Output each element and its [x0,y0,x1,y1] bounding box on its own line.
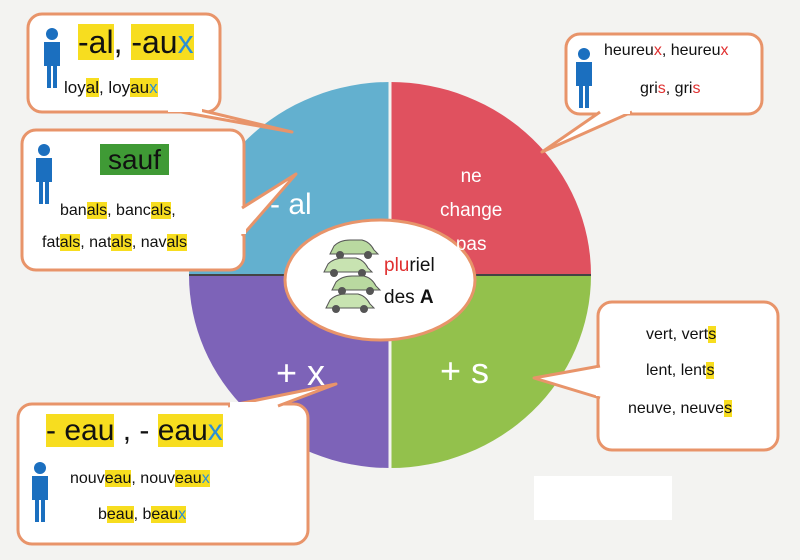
eau-heading-singular: - eau [46,414,115,447]
sauf-heading: sauf [100,144,169,176]
sauf-word-ending: als [166,234,187,251]
sauf-word-ending: als [59,234,81,251]
eau-heading-plural: eaux [157,414,223,447]
s-row-base: lent, lent [646,362,707,379]
loyaux-stem: , loy [98,78,131,97]
eau-heading-plural-stem: eau [157,414,208,447]
no-change-line-3: pas [455,234,487,255]
beau-ending: eau [106,506,134,523]
al-heading: -al [78,24,114,60]
sauf-word-sep: , [131,234,141,251]
s-row-base: vert, vert [646,326,709,343]
aux-heading-x: x [177,24,194,60]
sauf-row-2: fatals, natals, navals [42,228,187,258]
sauf-word-ending: als [86,202,108,219]
loyal-stem: loy [64,78,86,97]
sauf-word-sep: , [80,234,90,251]
sauf-word-stem: banc [116,202,151,219]
nouveaux-ending: eaux [175,470,210,487]
heureux-plural-x: x [720,42,729,59]
gris-s: s [657,80,666,97]
heureux-plural-stem: , heureu [661,42,721,59]
heureux-row: heureux, heureux [604,36,729,66]
center-title-red: plu [384,255,410,276]
sauf-word-stem: nat [89,234,112,251]
no-change-line-1: ne [460,166,482,187]
s-row-lent: lent, lents [646,356,715,386]
heureux-x: x [653,42,662,59]
aux-heading: -aux [131,24,194,60]
person-icon [32,462,48,522]
person-icon [44,28,60,88]
center-title-prefix: des [384,287,420,308]
bubble-heureux [540,32,764,154]
beaux-ending-x: x [178,506,187,523]
loyaux-ending: aux [130,78,158,97]
nouveaux-ending-x: x [201,470,210,487]
quadrant-x-label: + x [276,352,326,393]
al-heading-sep: , [113,24,132,60]
center-title-bold: A [419,287,434,308]
quadrant-no-change [390,82,591,275]
center-title-rest: riel [409,255,435,276]
eau-row-nouveau: nouveau, nouveaux [70,464,210,494]
al-aux-example: loyal, loyaux [64,78,158,98]
sauf-word-sep: , [107,202,117,219]
quadrant-s-label: + s [440,350,490,391]
eau-row-beau: beau, beaux [98,500,187,530]
loyaux-ending-x: x [149,78,158,97]
s-row-base: neuve, neuve [628,400,725,417]
no-change-line-2: change [440,200,503,221]
person-icon [36,144,52,204]
gris-row: gris, gris [640,74,700,104]
gris-plural-stem: , gri [665,80,693,97]
nouveau-stem: nouv [70,470,105,487]
sauf-word-ending: als [111,234,132,251]
center-title: pluriel des A [384,250,435,314]
sauf-word-stem: ban [60,202,87,219]
sauf-word-stem: fat [42,234,60,251]
eau-heading-sep: , - [114,414,158,447]
sauf-word-sep: , [171,202,176,219]
gris-plural-s: s [692,80,701,97]
beau-stem: b [98,506,107,523]
gris-stem: gri [640,80,658,97]
s-row-ending: s [708,326,717,343]
loyal-ending: al [85,78,99,97]
person-icon [576,48,592,108]
beaux-stem: , b [133,506,152,523]
s-row-ending: s [724,400,733,417]
sauf-word-ending: als [150,202,172,219]
nouveau-ending: eau [104,470,132,487]
beaux-ending: eaux [151,506,187,523]
beaux-ending-eau: eau [151,506,179,523]
al-aux-heading: -al, -aux [78,24,194,61]
center-title-line-2: des A [384,282,435,314]
quadrant-al-label: - al [270,188,312,221]
center-title-line-1: pluriel [384,250,435,282]
sauf-label: sauf [100,144,169,175]
quadrant-no-change-label: ne change pas [440,160,502,262]
eau-heading-plural-x: x [207,414,223,447]
car-stack-icon [323,239,382,313]
nouveaux-ending-eau: eau [175,470,202,487]
loyaux-ending-au: au [130,78,150,97]
eau-heading: - eau , - eaux [46,414,223,448]
heureux-stem: heureu [604,42,654,59]
sauf-row-1: banals, bancals, [60,196,176,226]
s-row-ending: s [706,362,715,379]
s-row-neuve: neuve, neuves [628,394,733,424]
nouveaux-stem: , nouv [131,470,175,487]
sauf-word-stem: nav [140,234,167,251]
blank-patch [534,476,672,520]
bubble-s [532,300,780,452]
aux-heading-stem: -au [131,24,178,60]
s-row-vert: vert, verts [646,320,717,350]
